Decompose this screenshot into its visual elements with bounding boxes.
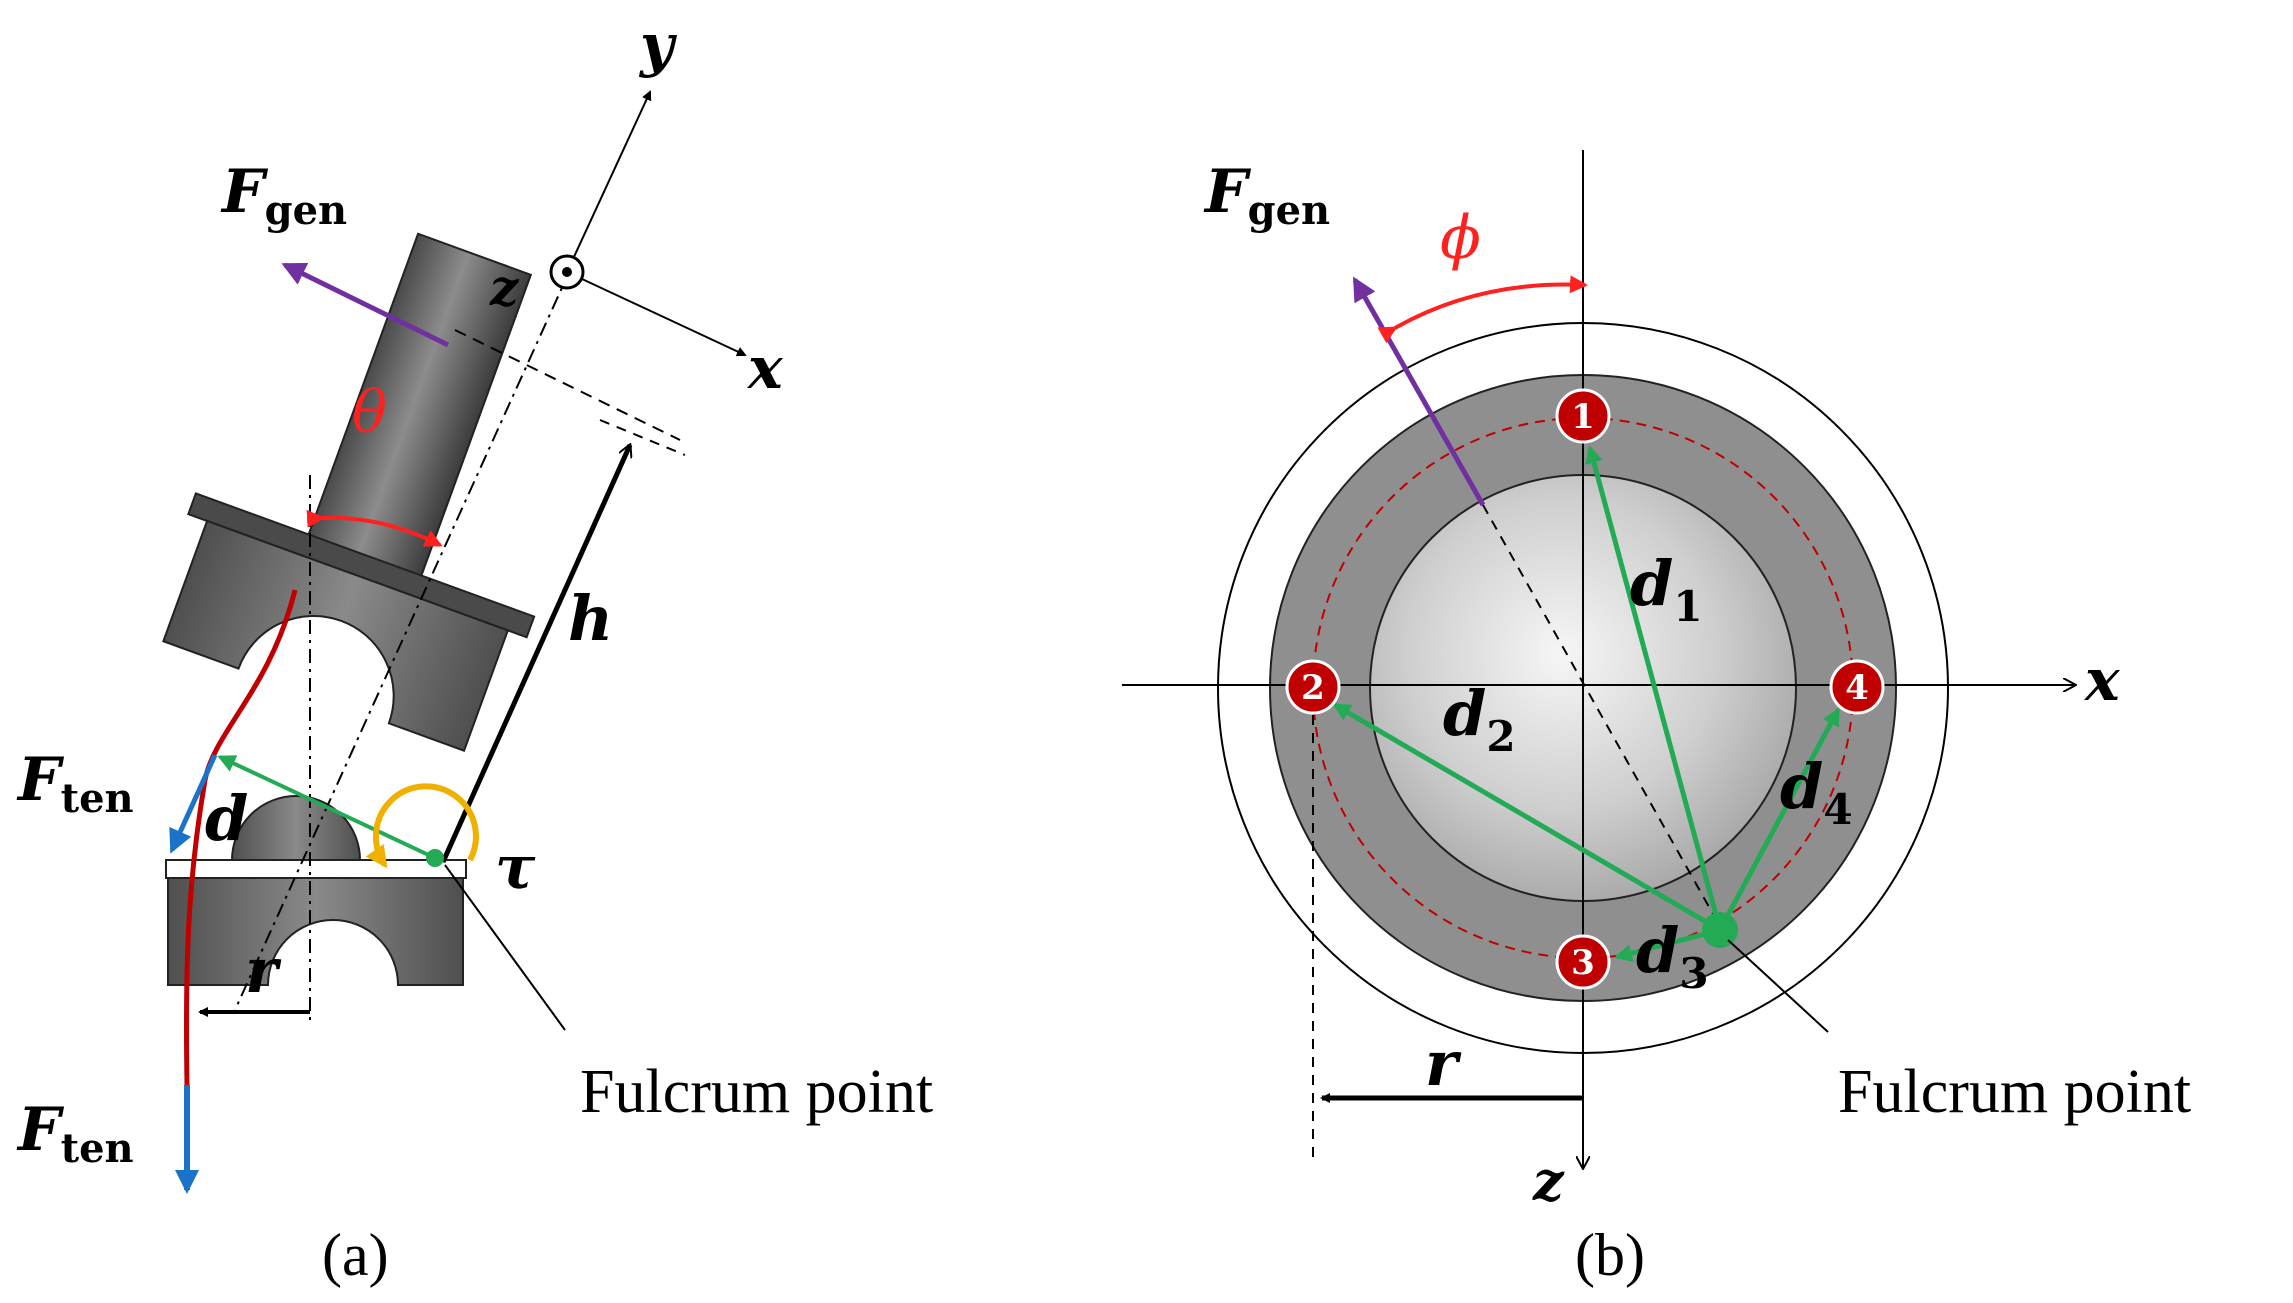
tau-arc bbox=[365, 783, 479, 869]
label-d: d bbox=[205, 782, 248, 855]
label-phi: ϕ bbox=[1440, 203, 1481, 273]
label-z: z bbox=[489, 258, 520, 317]
pivot-ball bbox=[230, 795, 362, 861]
perpendicular-dashed-line bbox=[454, 329, 681, 441]
label-y: y bbox=[638, 11, 678, 79]
base-block bbox=[165, 859, 467, 986]
fulcrum-point-marker-b bbox=[1702, 912, 1738, 948]
phi-arc bbox=[1377, 275, 1588, 344]
marker-3: 3 bbox=[1555, 934, 1611, 990]
d-moment-arm-arrow bbox=[217, 755, 436, 860]
marker-2: 2 bbox=[1285, 659, 1341, 715]
fulcrum-point-marker bbox=[426, 849, 444, 867]
x-axis-arrow bbox=[566, 271, 747, 357]
f-gen-direction-dashed bbox=[1482, 504, 1723, 931]
label-r-b: r bbox=[1425, 1027, 1462, 1100]
d1-arrow bbox=[1585, 445, 1723, 931]
h-top-dashed-line bbox=[599, 419, 686, 456]
z-out-of-page-icon bbox=[549, 254, 585, 290]
fulcrum-leader-line-b bbox=[1727, 939, 1829, 1033]
f-ten-upper-arrow bbox=[169, 753, 218, 854]
tilted-housing bbox=[162, 232, 536, 752]
label-d2: d2 bbox=[1443, 677, 1516, 761]
label-f-ten-lower: Ften bbox=[16, 1095, 134, 1172]
label-f-gen-b: Fgen bbox=[1203, 157, 1330, 234]
tilted-axis-line bbox=[234, 269, 571, 1011]
label-d1: d1 bbox=[1630, 547, 1703, 631]
label-f-gen: Fgen bbox=[220, 157, 347, 234]
panel-a: y x z Fgen θ h d τ r Ften Ften Fulcrum p… bbox=[16, 11, 933, 1288]
caption-b: (b) bbox=[1575, 1222, 1645, 1288]
d4-arrow bbox=[1717, 707, 1841, 932]
svg-text:4: 4 bbox=[1845, 668, 1869, 708]
marker-4: 4 bbox=[1829, 659, 1885, 715]
tendon-cable bbox=[183, 589, 298, 1086]
label-fulcrum-a: Fulcrum point bbox=[580, 1058, 933, 1126]
d2-arrow bbox=[1332, 702, 1722, 933]
label-h: h bbox=[568, 582, 613, 655]
f-gen-arrow-b bbox=[1352, 276, 1486, 507]
marker-1: 1 bbox=[1555, 388, 1611, 444]
label-d4: d4 bbox=[1780, 750, 1853, 834]
f-gen-arrow bbox=[281, 262, 450, 348]
svg-text:2: 2 bbox=[1301, 668, 1325, 708]
svg-text:3: 3 bbox=[1571, 943, 1595, 983]
label-tau: τ bbox=[495, 833, 536, 903]
y-axis-arrow bbox=[566, 90, 652, 273]
h-dimension-line bbox=[440, 445, 630, 864]
label-r: r bbox=[245, 934, 282, 1007]
label-x-b: x bbox=[2083, 646, 2121, 714]
label-theta: θ bbox=[352, 378, 387, 446]
label-z-b: z bbox=[1532, 1149, 1565, 1213]
caption-a: (a) bbox=[322, 1222, 389, 1288]
panel-b: 1 2 3 4 x z Fgen ϕ d1 d2 d3 d4 r Fulcrum… bbox=[1122, 150, 2191, 1288]
label-fulcrum-b: Fulcrum point bbox=[1838, 1058, 2191, 1126]
label-x: x bbox=[746, 334, 784, 402]
label-d3: d3 bbox=[1636, 914, 1709, 998]
label-f-ten-upper: Ften bbox=[16, 745, 134, 822]
theta-arc bbox=[306, 509, 443, 547]
svg-text:1: 1 bbox=[1571, 397, 1595, 437]
fulcrum-leader-line bbox=[444, 864, 566, 1031]
